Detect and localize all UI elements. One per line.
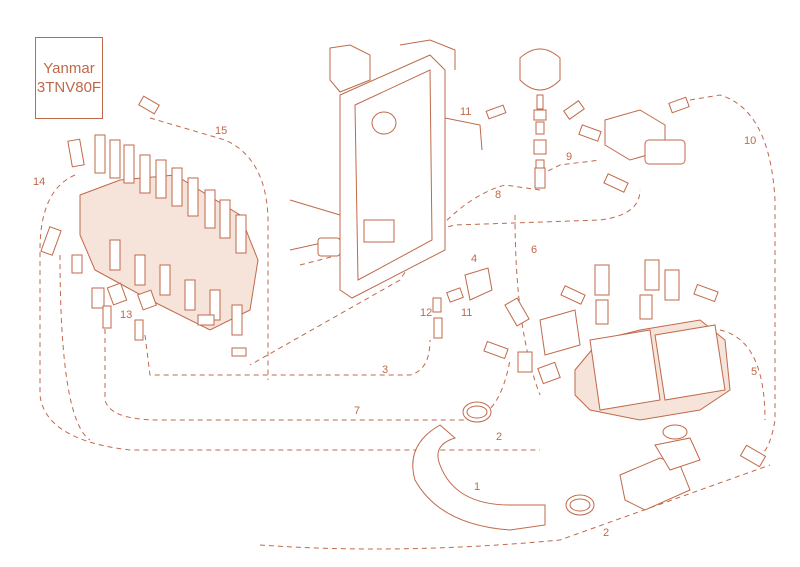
accumulator [519, 48, 561, 189]
tee-connector [432, 267, 493, 339]
callout-8: 8 [495, 189, 501, 201]
callout-7: 7 [354, 405, 360, 417]
control-valve-bank [40, 95, 259, 357]
callout-3: 3 [382, 364, 388, 376]
callout-15: 15 [215, 125, 227, 137]
hose-route-long [59, 254, 91, 441]
callout-4: 4 [471, 253, 477, 265]
engine-brand: Yanmar [43, 60, 95, 77]
engine-model: 3TNV80F [36, 79, 102, 96]
callout-10: 10 [744, 135, 756, 147]
callout-11-bottom: 11 [461, 307, 472, 319]
callout-2-top: 2 [496, 431, 502, 443]
callout-13: 13 [120, 309, 132, 321]
callout-numbers: 15 14 13 12 11 11 10 9 8 7 6 5 4 3 2 2 1 [33, 106, 757, 539]
hose-route-15 [149, 117, 269, 380]
hose-route-7 [104, 320, 511, 421]
suction-hose [412, 401, 701, 531]
hose-route-3 [144, 334, 431, 376]
callout-6: 6 [531, 244, 537, 256]
hose-route-5 [719, 329, 766, 421]
callout-11-top: 11 [460, 106, 471, 118]
callout-5: 5 [751, 366, 757, 378]
mounting-bracket [289, 39, 483, 299]
hose-route-14 [39, 174, 540, 451]
solenoid-valve [485, 96, 690, 193]
hose-route-mid [299, 189, 641, 266]
callout-2-bottom: 2 [603, 527, 609, 539]
callout-12: 12 [420, 307, 432, 319]
engine-model-box: Yanmar 3TNV80F [35, 37, 103, 119]
callout-14: 14 [33, 176, 45, 188]
hose-route-valve [539, 159, 601, 176]
callout-9: 9 [566, 151, 572, 163]
callout-1: 1 [474, 481, 480, 493]
hydraulic-pump [483, 259, 767, 468]
hose-routes [39, 94, 776, 550]
hose-route-bottom [259, 464, 771, 550]
